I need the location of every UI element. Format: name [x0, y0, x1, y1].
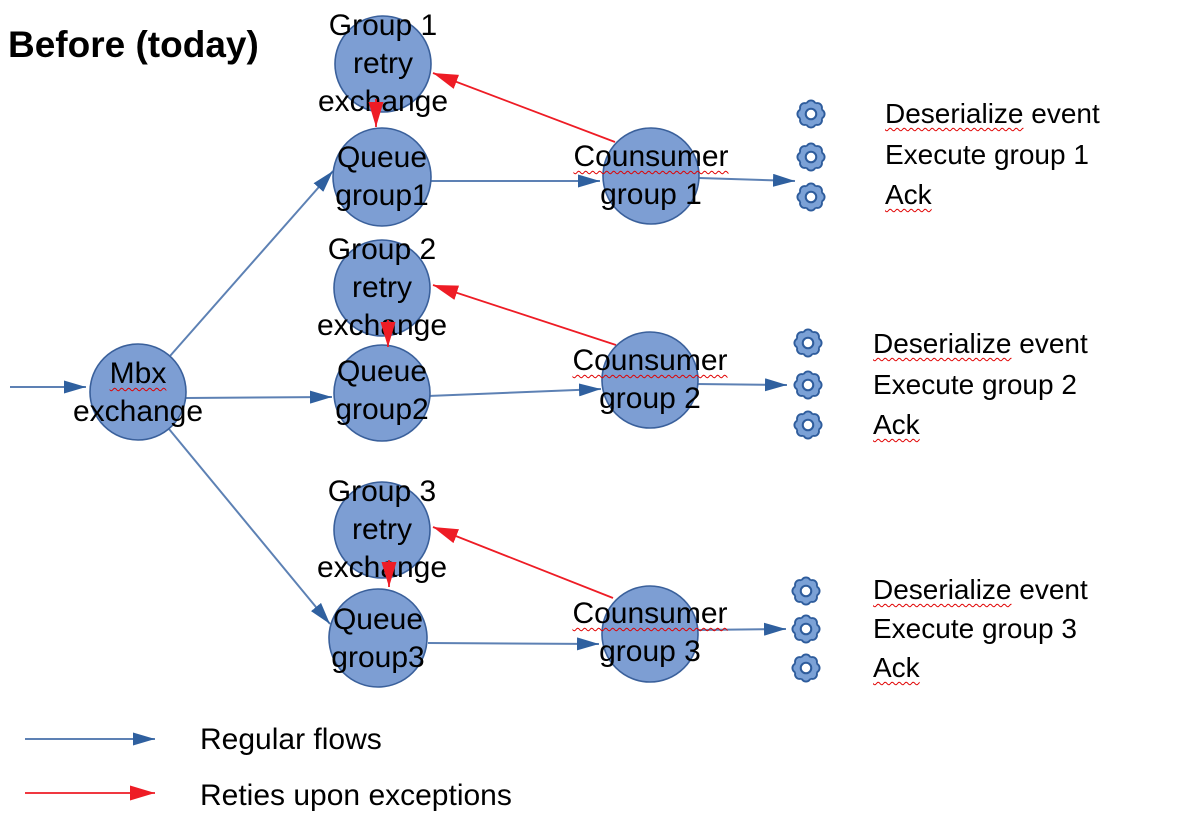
flow-consumer3-to-tasks3 [696, 622, 787, 636]
node-consumer-group1-label: Counsumer group 1 [573, 138, 728, 214]
task-label: Ack [873, 409, 920, 440]
gear-icon [793, 410, 823, 440]
node-queue-group2-label: Queue group2 [335, 353, 428, 429]
label-line: group1 [335, 179, 429, 212]
label-line: exchange [316, 309, 448, 342]
task-label: Deserialize event [873, 328, 1088, 359]
node-consumer-group2-circle [601, 331, 699, 429]
retry-consumer1-to-retry-exchange1 [432, 72, 616, 143]
label-line: Group 1 [328, 9, 438, 42]
task-label: Execute group 3 [873, 613, 1077, 644]
flow-mbx-to-queue1 [169, 170, 334, 357]
task-label: Execute group 2 [873, 369, 1077, 400]
task-label: Ack [873, 652, 920, 683]
node-mbx-exchange-circle [89, 343, 187, 441]
label-line: Group 2 [327, 233, 437, 266]
label-line: group 1 [600, 178, 702, 211]
node-group2-retry-exchange-label: Group 2 retry exchange [317, 231, 447, 345]
node-consumer-group2-label: Counsumer group 2 [572, 342, 727, 418]
gear-icon [791, 614, 821, 644]
node-consumer-group3-circle [601, 585, 699, 683]
label-line: retry [351, 271, 412, 304]
label-line: exchange [72, 395, 204, 428]
gear-icon [791, 576, 821, 606]
task-label: Ack [885, 179, 932, 210]
diagram-title: Before (today) [8, 24, 259, 65]
flow-mbx-to-queue2 [185, 390, 333, 404]
label-line: Group 3 [327, 475, 437, 508]
label-line: Counsumer [572, 344, 728, 377]
label-line: Counsumer [573, 140, 729, 173]
node-group3-retry-exchange-label: Group 3 retry exchange [317, 473, 447, 587]
label-line: retry [352, 47, 413, 80]
task-label: Execute group 1 [885, 139, 1089, 170]
label-line: exchange [316, 551, 448, 584]
label-line: Mbx [109, 357, 167, 390]
node-queue-group1-label: Queue group1 [335, 139, 428, 215]
flow-consumer2-to-tasks2 [695, 378, 788, 392]
node-queue-group3-label: Queue group3 [331, 601, 424, 677]
node-consumer-group3-label: Counsumer group 3 [572, 595, 727, 671]
gear-icon [796, 99, 826, 129]
label-line: group3 [331, 641, 425, 674]
legend-regular-flows-label: Regular flows [200, 723, 382, 756]
gear-icon [796, 182, 826, 212]
flow-mbx-to-queue3 [168, 428, 331, 625]
task-label: Deserialize event [885, 98, 1100, 129]
label-line: exchange [317, 85, 449, 118]
label-line: Queue [332, 603, 424, 636]
retry-consumer2-to-retry-exchange2 [432, 284, 617, 346]
label-line: Queue [336, 141, 428, 174]
flow-queue3-to-consumer3 [427, 637, 600, 651]
legend-retries-label: Reties upon exceptions [200, 779, 512, 812]
node-mbx-exchange-label: Mbx exchange [73, 355, 203, 431]
flow-consumer1-to-tasks1 [698, 173, 796, 187]
label-line: Counsumer [572, 597, 728, 630]
label-line: retry [351, 513, 412, 546]
node-consumer-group1-circle [602, 127, 700, 225]
node-group1-retry-exchange-label: Group 1 retry exchange [318, 7, 448, 121]
task-label: Deserialize event [873, 574, 1088, 605]
flow-queue2-to-consumer2 [427, 383, 602, 397]
retry-consumer3-to-retry-exchange3 [432, 526, 614, 599]
gear-icon [791, 653, 821, 683]
label-line: group 3 [599, 635, 701, 668]
gear-icon [796, 142, 826, 172]
node-queue-group3-circle [328, 588, 428, 688]
gear-icon [793, 328, 823, 358]
label-line: group2 [335, 393, 429, 426]
node-queue-group1-circle [332, 127, 432, 227]
label-line: Queue [336, 355, 428, 388]
label-line: group 2 [599, 382, 701, 415]
gear-icon [793, 370, 823, 400]
